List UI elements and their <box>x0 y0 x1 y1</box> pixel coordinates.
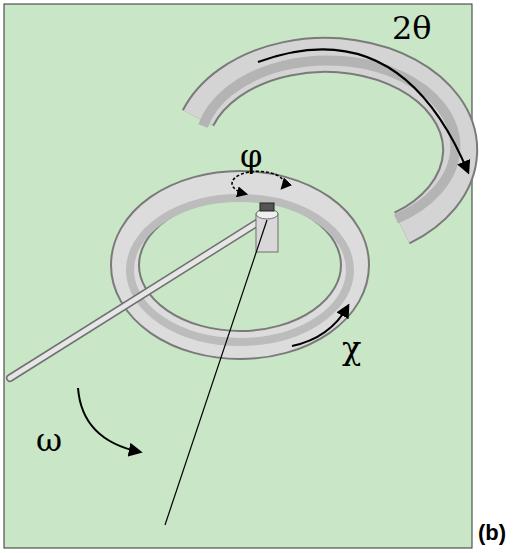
omega-label: ω <box>36 424 62 456</box>
phi-arrow <box>232 171 284 194</box>
beam-line <box>165 220 267 525</box>
panel-label: (b) <box>478 522 506 544</box>
chi-label: χ <box>342 332 361 364</box>
chi-arrow <box>292 306 348 346</box>
chi-ring <box>125 185 355 345</box>
two-theta-label: 2θ <box>392 12 432 44</box>
goniometer-pin <box>10 203 278 378</box>
omega-arrow <box>78 388 140 452</box>
phi-label: φ <box>240 140 262 172</box>
green-ground <box>4 4 472 548</box>
two-theta-arrow <box>258 49 468 172</box>
